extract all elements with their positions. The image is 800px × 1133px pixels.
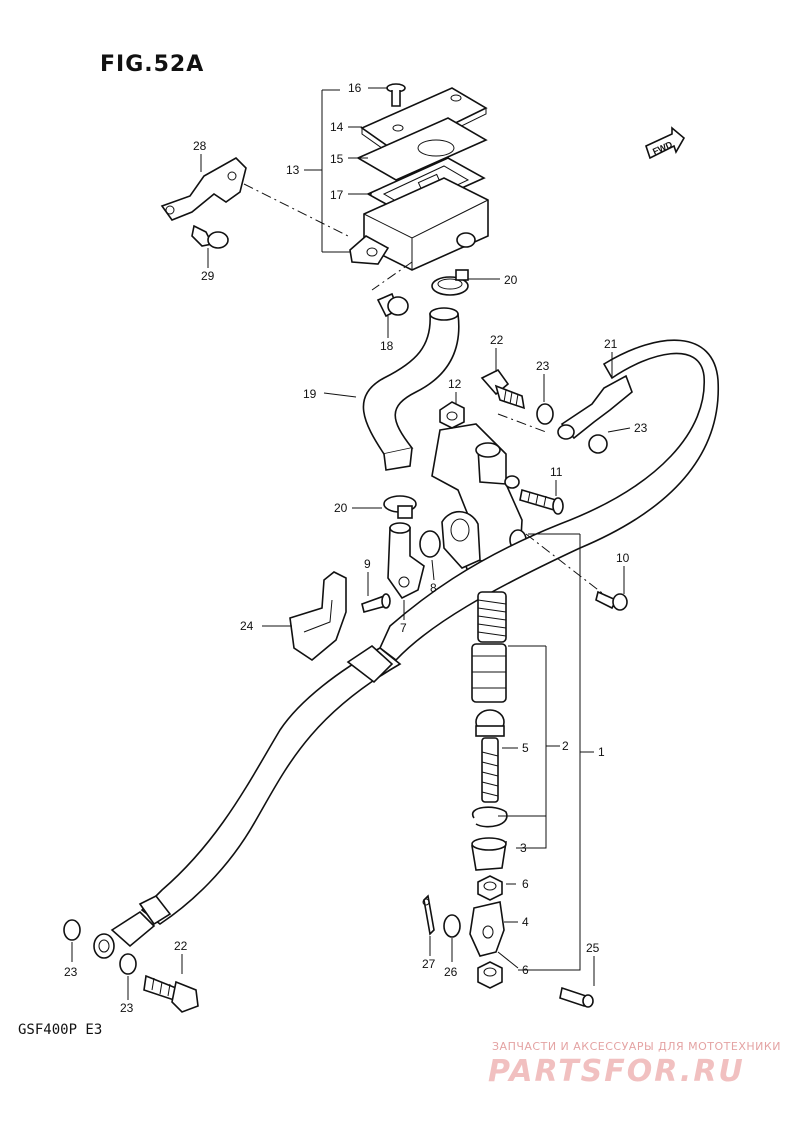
bolt-11 xyxy=(519,488,564,515)
push-rod-5 xyxy=(475,709,505,803)
piston-kit-2 xyxy=(471,643,507,703)
leader-6-lower xyxy=(497,951,519,969)
callout-23-lower: 23 xyxy=(120,1001,134,1015)
o-ring-8 xyxy=(419,530,441,558)
callout-23-lower-left: 23 xyxy=(64,965,78,979)
callout-15: 15 xyxy=(330,152,344,166)
washer-23-right xyxy=(588,434,608,454)
callout-6-lower: 6 xyxy=(522,963,529,977)
fwd-arrow-icon: FWD xyxy=(645,126,686,160)
brake-hose-21 xyxy=(93,339,720,959)
callout-22-lower: 22 xyxy=(174,939,188,953)
model-label: GSF400P E3 xyxy=(18,1022,103,1038)
callout-6-upper: 6 xyxy=(522,877,529,891)
union-bolt-22-lower xyxy=(143,974,199,1013)
callout-26: 26 xyxy=(444,965,458,979)
circlip xyxy=(471,806,508,828)
centerline-bolt-18 xyxy=(371,261,413,291)
callout-23-upper: 23 xyxy=(536,359,550,373)
nut-12 xyxy=(439,401,465,429)
callout-4: 4 xyxy=(522,915,529,929)
centerline-bolt-22 xyxy=(497,413,547,433)
bracket-28 xyxy=(160,157,247,221)
centerline-bolt-10 xyxy=(525,533,607,597)
bolt-18 xyxy=(376,292,409,318)
leader-23-right xyxy=(607,427,631,433)
callout-27: 27 xyxy=(422,957,436,971)
callout-20-upper: 20 xyxy=(504,273,518,287)
watermark-tagline: ЗАПЧАСТИ И АКСЕССУАРЫ ДЛЯ МОТОТЕХНИКИ xyxy=(492,1040,781,1053)
master-cylinder-body xyxy=(431,423,527,585)
callout-7: 7 xyxy=(400,621,407,635)
callout-17: 17 xyxy=(330,188,344,202)
boot-3 xyxy=(471,837,507,871)
callout-20-lower: 20 xyxy=(334,501,348,515)
figure-title: FIG.52A xyxy=(100,52,205,77)
clamp-20-upper xyxy=(431,269,469,296)
callout-18: 18 xyxy=(380,339,394,353)
callout-3: 3 xyxy=(520,841,527,855)
fitting-7 xyxy=(387,522,425,600)
bracket-13 xyxy=(304,89,350,253)
leader-8 xyxy=(431,559,435,581)
hose-19 xyxy=(362,307,460,471)
screw-9 xyxy=(361,593,391,613)
washer-23-upper xyxy=(536,403,554,425)
callout-1: 1 xyxy=(598,745,605,759)
nut-6-lower xyxy=(477,961,503,989)
screw-16 xyxy=(386,83,406,107)
callout-24: 24 xyxy=(240,619,254,633)
washer-23-lower xyxy=(119,953,137,975)
callout-16: 16 xyxy=(348,81,362,95)
union-bolt-22-upper xyxy=(480,368,526,410)
callout-25: 25 xyxy=(586,941,600,955)
hose-guide-24 xyxy=(289,571,347,661)
callout-12: 12 xyxy=(448,377,462,391)
callout-28: 28 xyxy=(193,139,207,153)
watermark-brand: PARTSFOR.RU xyxy=(488,1054,745,1089)
clamp-20-lower xyxy=(383,495,417,519)
bracket-2 xyxy=(516,646,560,849)
callout-11: 11 xyxy=(550,465,563,479)
bracket-1 xyxy=(518,534,594,971)
callout-2: 2 xyxy=(562,739,569,753)
callout-21: 21 xyxy=(604,337,618,351)
callout-29: 29 xyxy=(201,269,215,283)
pin-25 xyxy=(559,986,594,1008)
washer-26 xyxy=(443,914,461,938)
bolt-29 xyxy=(191,224,229,249)
callout-10: 10 xyxy=(616,551,630,565)
callout-9: 9 xyxy=(364,557,371,571)
callout-22-upper: 22 xyxy=(490,333,504,347)
reservoir-body-13 xyxy=(349,177,489,271)
washer-23-lower-left xyxy=(63,919,81,941)
spring xyxy=(477,591,507,643)
callout-13: 13 xyxy=(286,163,300,177)
clevis-4 xyxy=(469,901,505,957)
bolt-10 xyxy=(595,590,628,611)
diaphragm-plate-15 xyxy=(356,117,488,181)
callout-14: 14 xyxy=(330,120,344,134)
callout-5: 5 xyxy=(522,741,529,755)
cotter-pin-27 xyxy=(422,894,435,936)
leader-19 xyxy=(323,392,357,398)
callout-19: 19 xyxy=(303,387,317,401)
callout-8: 8 xyxy=(430,581,437,595)
nut-6-upper xyxy=(477,875,503,901)
callout-23-right: 23 xyxy=(634,421,648,435)
